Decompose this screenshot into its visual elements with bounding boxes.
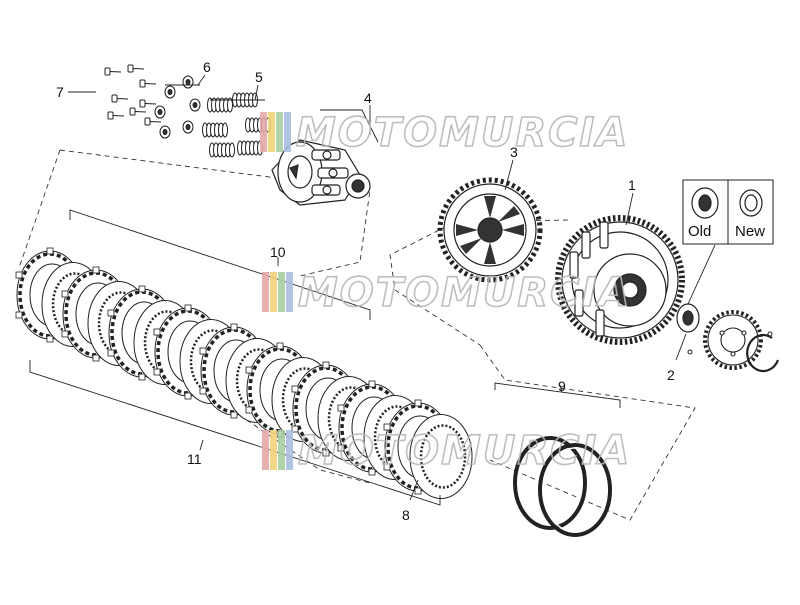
watermark-stripes	[262, 430, 293, 470]
bolt	[127, 64, 145, 73]
new-seal-icon	[739, 189, 763, 217]
callout-4: 4	[364, 90, 372, 106]
leader-lines	[29, 74, 716, 506]
new-label: New	[735, 223, 765, 240]
washer	[182, 120, 194, 134]
callout-1: 1	[628, 177, 636, 193]
clutch-outer-basket	[555, 215, 685, 345]
watermark-stripes	[262, 272, 293, 312]
washer	[182, 75, 194, 89]
watermark-bottom: MOTOMURCIA	[262, 427, 631, 475]
old-seal-icon	[691, 187, 719, 219]
watermark-middle: MOTOMURCIA	[262, 269, 631, 317]
coil-spring	[237, 140, 263, 156]
circlip	[746, 331, 780, 373]
watermark-text: MOTOMURCIA	[298, 428, 631, 474]
callout-3: 3	[510, 144, 518, 160]
coil-spring	[207, 97, 233, 113]
callout-10: 10	[270, 244, 286, 260]
clutch-plate-stack	[15, 247, 473, 499]
callout-2: 2	[667, 367, 675, 383]
washer	[189, 98, 201, 112]
callout-11: 11	[187, 451, 202, 467]
coil-spring	[202, 122, 228, 138]
bolt	[129, 107, 147, 116]
coil-spring	[209, 142, 235, 158]
wire-ring-pair	[513, 436, 612, 537]
small-gear	[703, 310, 763, 370]
watermark-text: MOTOMURCIA	[296, 110, 629, 156]
bolt	[144, 117, 162, 126]
watermark-stripes	[260, 112, 291, 152]
steel-plate	[409, 414, 473, 499]
bolt-group	[104, 64, 162, 126]
thrust-bearing	[345, 173, 371, 199]
watermark-text: MOTOMURCIA	[298, 270, 631, 316]
bolt	[139, 99, 157, 108]
callout-7: 7	[56, 84, 64, 100]
bolt	[139, 79, 157, 88]
oil-seal	[676, 303, 700, 333]
callout-numbers: 1 2 3 4 5 6 7 8 9 10 11	[56, 59, 675, 523]
clutch-inner-hub	[437, 177, 543, 283]
bolt	[111, 94, 129, 103]
bolt	[104, 67, 122, 76]
old-new-legend: Old New	[682, 179, 774, 245]
watermark-top: MOTOMURCIA	[260, 109, 629, 157]
bolt	[107, 111, 125, 120]
callout-8: 8	[402, 507, 410, 523]
washer	[154, 105, 166, 119]
old-label: Old	[688, 223, 711, 240]
washer	[159, 125, 171, 139]
pin	[687, 349, 693, 355]
callout-5: 5	[255, 69, 263, 85]
callout-6: 6	[203, 59, 211, 75]
pressure-plate	[271, 139, 361, 206]
washer	[164, 85, 176, 99]
callout-9: 9	[558, 378, 566, 394]
